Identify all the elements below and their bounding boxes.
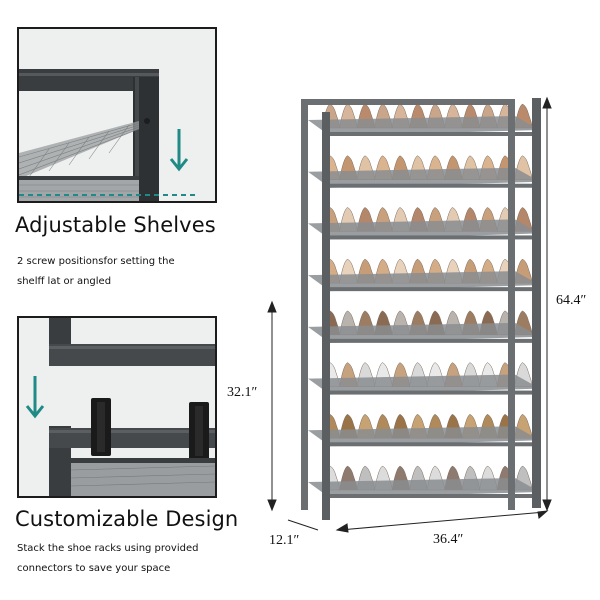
shelf-mesh bbox=[308, 116, 540, 136]
dimension-lines bbox=[267, 96, 552, 533]
rack-tier bbox=[308, 258, 540, 292]
shelf-rail bbox=[328, 338, 540, 343]
down-arrow-icon bbox=[25, 376, 45, 419]
depth-dimension-label: 12.1″ bbox=[269, 533, 300, 548]
down-arrow-icon bbox=[169, 129, 189, 172]
shelf-rail bbox=[328, 235, 540, 240]
rack-tier bbox=[308, 465, 540, 498]
connector-detail-image bbox=[17, 316, 217, 498]
caption-line: Stack the shoe racks using provided bbox=[17, 543, 199, 554]
width-dimension-label: 36.4″ bbox=[433, 532, 464, 547]
adjustable-shelves-heading: Adjustable Shelves bbox=[15, 213, 216, 237]
rack-tier bbox=[308, 103, 540, 136]
shelf-rail bbox=[328, 442, 540, 447]
adjustable-shelves-caption: 2 screw positionsfor setting the shelff … bbox=[17, 252, 217, 292]
caption-line: connectors to save your space bbox=[17, 563, 171, 574]
rack-tier bbox=[308, 414, 540, 447]
shelf-mesh bbox=[308, 426, 540, 447]
shelf-mesh bbox=[308, 219, 540, 240]
rack-frame bbox=[301, 98, 541, 520]
shelf-rail bbox=[328, 287, 540, 292]
shelf-rail bbox=[328, 494, 540, 498]
shelf-rail bbox=[328, 183, 540, 188]
shelf-rail bbox=[328, 390, 540, 395]
rack-shelves bbox=[308, 103, 540, 498]
shelf-rail bbox=[328, 132, 540, 136]
rack-tier bbox=[308, 207, 540, 240]
half-height-dimension-label: 32.1″ bbox=[227, 385, 258, 400]
height-dimension-label: 64.4″ bbox=[556, 293, 587, 308]
shelf-mesh bbox=[308, 478, 540, 498]
shelf-mesh bbox=[308, 374, 540, 395]
shelf-mesh bbox=[308, 271, 540, 292]
caption-line: shelff lat or angled bbox=[17, 276, 112, 287]
rack-tier bbox=[308, 310, 540, 343]
customizable-design-caption: Stack the shoe racks using provided conn… bbox=[17, 539, 217, 579]
rack-tier bbox=[308, 362, 540, 395]
shelf-mesh bbox=[308, 322, 540, 343]
adjustable-shelf-detail-image bbox=[17, 27, 217, 203]
shelf-mesh bbox=[308, 167, 540, 188]
customizable-design-heading: Customizable Design bbox=[15, 507, 239, 531]
caption-line: 2 screw positionsfor setting the bbox=[17, 256, 175, 267]
rack-tier bbox=[308, 155, 540, 188]
